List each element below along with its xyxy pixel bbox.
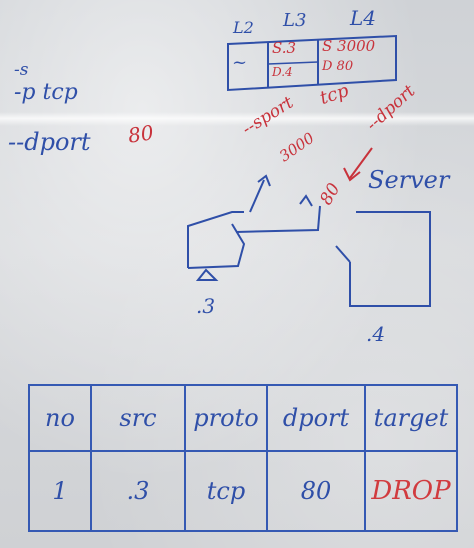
annotation-arrows xyxy=(343,147,373,182)
client-host-stand xyxy=(195,268,219,281)
packet-divider-l3-mid xyxy=(267,61,319,65)
firewall-rule-table: no src proto dport target 1 .3 tcp 80 DR… xyxy=(28,384,458,532)
light-glare xyxy=(0,112,474,126)
packet-diagram xyxy=(227,34,397,92)
table-header-src: src xyxy=(92,384,186,452)
table-cell-src: .3 xyxy=(92,452,186,532)
table-cell-no: 1 xyxy=(28,452,92,532)
network-link xyxy=(235,174,321,233)
client-host-icon xyxy=(187,211,246,281)
table-header-no: no xyxy=(28,384,92,452)
table-header-dport: dport xyxy=(268,384,366,452)
packet-outline xyxy=(227,34,397,92)
table-cell-target: DROP xyxy=(366,452,458,532)
server-host-icon xyxy=(335,211,431,307)
dport-arrow xyxy=(349,147,373,179)
table-cell-proto: tcp xyxy=(186,452,268,532)
table-header-proto: proto xyxy=(186,384,268,452)
link-arrow-up xyxy=(249,179,265,213)
link-arrow-server xyxy=(299,194,313,207)
table-cell-dport: 80 xyxy=(268,452,366,532)
table-header-target: target xyxy=(366,384,458,452)
